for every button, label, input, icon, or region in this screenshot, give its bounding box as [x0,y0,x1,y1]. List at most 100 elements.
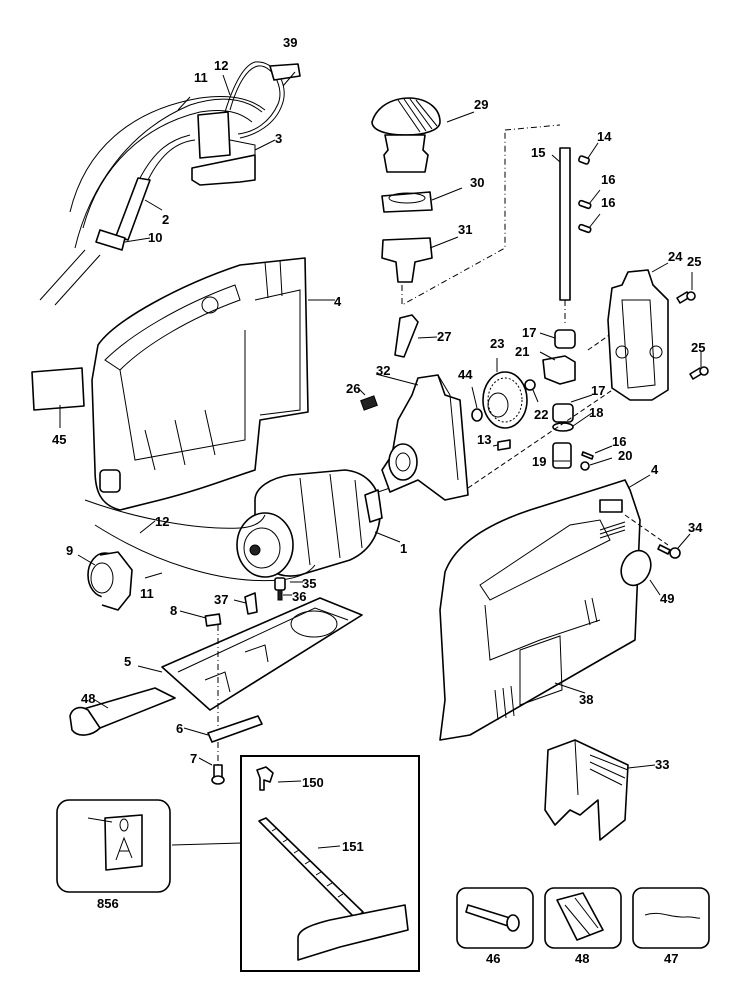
callout-7: 7 [190,751,197,766]
callout-26: 26 [346,381,360,396]
callout-14: 14 [597,129,612,144]
guard [544,739,629,841]
screw-13 [497,439,511,451]
callout-29: 29 [474,97,488,112]
callout-48-bag: 48 [575,951,589,966]
set-screw [580,461,590,471]
callout-27: 27 [437,329,451,344]
bearing-17b [552,403,574,423]
switch-body [197,111,231,159]
callout-44: 44 [458,367,473,382]
callout-17b: 17 [591,383,605,398]
brush [277,589,283,601]
end-cap [87,551,133,611]
gear [482,371,528,429]
callout-18: 18 [589,405,603,420]
knob-assembly [371,97,441,283]
callout-49: 49 [660,591,674,606]
callout-20: 20 [618,448,632,463]
callout-8: 8 [170,603,177,618]
callout-31: 31 [458,222,472,237]
callout-24: 24 [668,249,683,264]
right-housing [439,479,669,741]
terminal [244,592,258,615]
switch-bracket [191,154,256,186]
callout-16a: 16 [601,172,615,187]
callout-3: 3 [275,131,282,146]
callout-11: 11 [194,70,208,85]
pin-16a [578,199,592,210]
callout-33: 33 [655,757,669,772]
callout-23: 23 [490,336,504,351]
callout-37: 37 [214,592,228,607]
screw-34 [657,544,681,559]
yoke [542,355,576,385]
screw-25a [676,291,696,304]
screw-25b [689,366,709,380]
accessory-box [240,755,420,972]
callout-38: 38 [579,692,593,707]
wire-box [632,887,710,949]
callout-34: 34 [688,520,703,535]
blade [69,687,176,736]
callout-46: 46 [486,951,500,966]
callout-6: 6 [176,721,183,736]
callout-856: 856 [97,896,119,911]
callout-47: 47 [664,951,678,966]
callout-16c: 16 [612,434,626,449]
guide-line [401,130,506,306]
cap-49 [620,549,652,587]
callout-151: 151 [342,839,364,854]
connector-body [269,63,301,81]
pin-16b [578,223,592,234]
callout-30: 30 [470,175,484,190]
callout-22: 22 [534,407,548,422]
brush-holder [274,577,286,591]
callout-19: 19 [532,454,546,469]
blade-clamp [552,442,572,469]
callout-10: 10 [148,230,162,245]
callout-39: 39 [283,35,297,50]
nut-plate [204,613,222,627]
plunger-shaft [559,147,571,301]
callout-11b: 11 [140,586,154,601]
motor [236,469,391,578]
callout-25b: 25 [691,340,705,355]
callout-36: 36 [292,589,306,604]
callout-4-left: 4 [334,294,342,309]
callout-4-right: 4 [651,462,659,477]
callout-35: 35 [302,576,316,591]
label-45 [31,367,85,411]
bearing-17a [554,329,576,349]
callout-45: 45 [52,432,66,447]
wire-12 [84,499,266,529]
warning-label-box [56,799,243,893]
parts-bag-box [544,887,622,949]
callout-9: 9 [66,543,73,558]
callout-25a: 25 [687,254,701,269]
callout-labels: 39 12 11 3 2 10 4 45 29 30 31 15 14 16 1… [52,35,705,966]
callout-1: 1 [400,541,407,556]
pin-16c [581,451,594,460]
screw-kit-box [456,887,534,949]
lever [394,314,419,358]
gear-case-cover [607,269,669,401]
callout-15: 15 [531,145,545,160]
callout-5: 5 [124,654,131,669]
callout-13: 13 [477,432,491,447]
callout-150: 150 [302,775,324,790]
callout-48-blade: 48 [81,691,95,706]
callout-12: 12 [214,58,228,73]
washer-18 [552,422,574,432]
callout-32: 32 [376,363,390,378]
power-cord-assembly [39,61,301,306]
washer-44 [471,408,483,422]
callout-12b: 12 [155,514,169,529]
callout-2: 2 [162,212,169,227]
pin-14 [578,155,590,165]
wire-11 [94,524,316,582]
shoe-clamp [207,715,263,743]
power-cord [115,177,151,241]
callout-16b: 16 [601,195,615,210]
